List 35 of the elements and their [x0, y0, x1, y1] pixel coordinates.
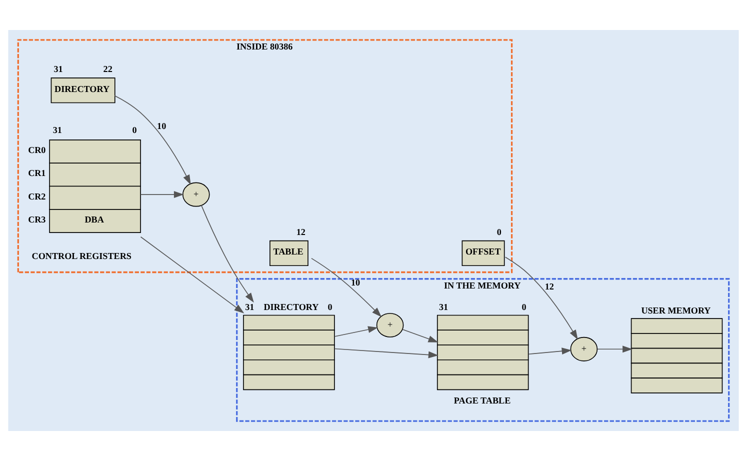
arrow [528, 348, 572, 355]
node-label: CR2 [28, 191, 46, 202]
arrow [200, 204, 254, 303]
edge-label: 12 [544, 281, 554, 292]
edge-label: 10 [350, 277, 360, 288]
arrow [140, 236, 244, 314]
arrow [140, 191, 184, 198]
node-label: CR3 [28, 214, 46, 224]
arrow [311, 258, 382, 318]
node-label: 0 [522, 302, 526, 312]
node-ellipse: + [182, 182, 210, 207]
arrow [402, 329, 438, 342]
arrow [597, 346, 632, 353]
arrow [114, 95, 191, 185]
arrow [334, 326, 378, 337]
node-label: 0 [132, 125, 137, 136]
node-label: CR0 [28, 145, 46, 156]
node-label: DIRECTORY [264, 302, 319, 312]
node-label: CR1 [28, 168, 46, 178]
node-ellipse: + [570, 336, 598, 362]
node-label: 12 [296, 226, 306, 237]
node-label: PAGE TABLE [454, 396, 511, 406]
node-label: USER MEMORY [641, 305, 711, 316]
node-ellipse: + [376, 312, 404, 338]
node-label: 31 [54, 64, 63, 74]
arrow [504, 256, 578, 340]
arrow [334, 348, 438, 358]
edge-label: 10 [157, 121, 166, 132]
node-label: 31 [439, 302, 448, 312]
node-label: CONTROL REGISTERS [32, 250, 132, 261]
node-label: 0 [328, 302, 332, 312]
node-label: 0 [496, 226, 502, 237]
node-label: 31 [245, 302, 254, 312]
node-label: 22 [103, 64, 112, 74]
node-label: 31 [52, 125, 62, 136]
